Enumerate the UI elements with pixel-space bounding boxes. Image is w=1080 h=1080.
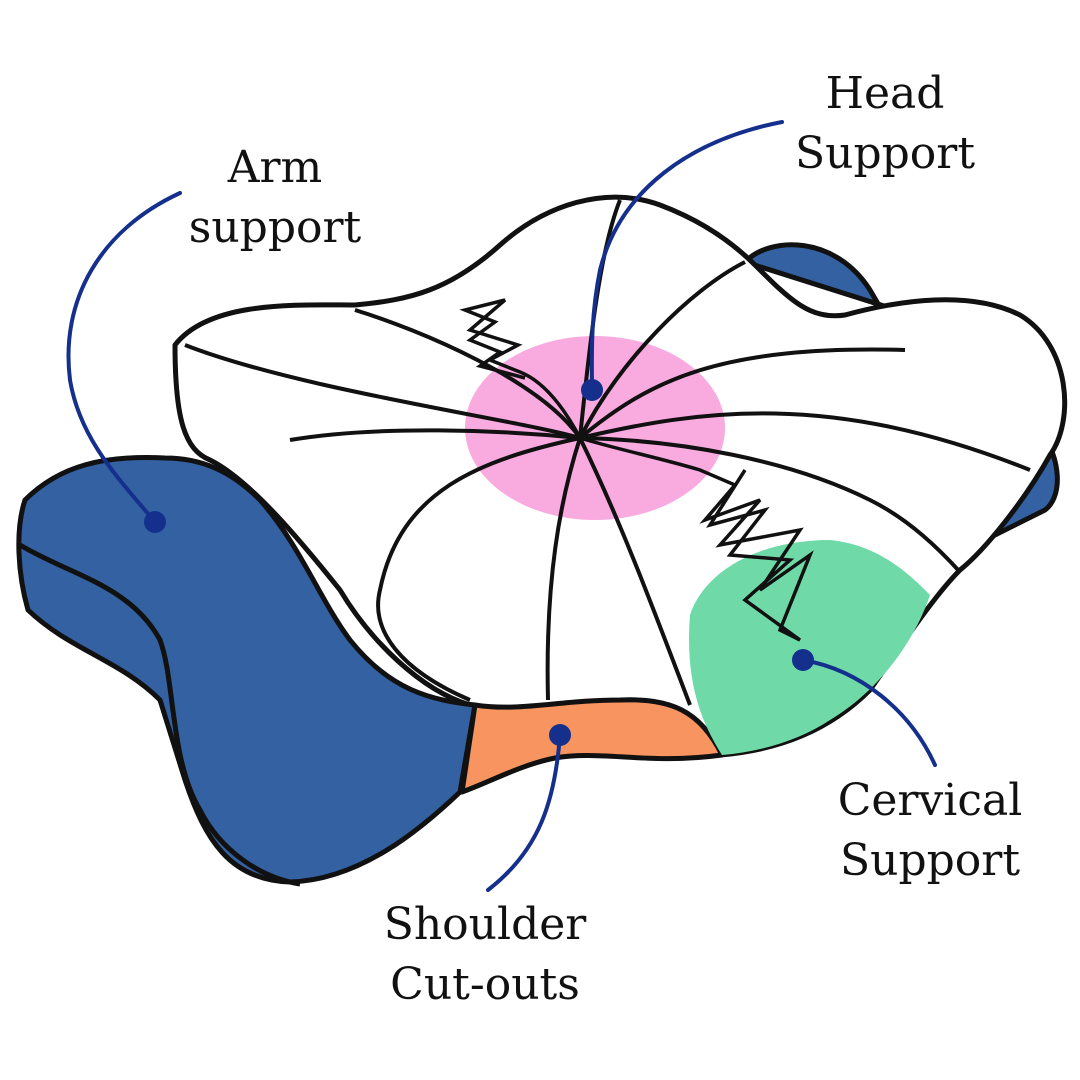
squiggle-line-upper	[459, 298, 582, 439]
shoulder-cutout-dot	[549, 724, 571, 746]
head-support-label-line2: Support	[794, 128, 976, 179]
shoulder-cutout-label: Shoulder Cut-outs	[370, 895, 600, 1015]
shoulder-leader-line	[486, 733, 562, 892]
shoulder-cutout-region	[459, 697, 725, 795]
head-leader-line	[589, 120, 784, 392]
cervical-leader-line	[801, 658, 937, 767]
arm-support-label-line2: support	[188, 202, 362, 253]
head-support-label: Head Support	[785, 64, 985, 184]
head-support-label-line1: Head	[825, 68, 945, 119]
leader-lines	[66, 120, 937, 892]
arm-support-edge-line	[18, 542, 301, 887]
cervical-support-label-line1: Cervical	[837, 775, 1023, 826]
squiggle-line-lower	[579, 436, 814, 642]
shoulder-cutout-label-line1: Shoulder	[383, 899, 587, 950]
cervical-support-region	[689, 540, 930, 755]
cervical-support-dot	[792, 649, 814, 671]
shoulder-cutout-label-line2: Cut-outs	[390, 959, 580, 1010]
cervical-support-label-line2: Support	[839, 835, 1021, 886]
contour-lines	[184, 199, 1031, 706]
arm-support-dot	[144, 511, 166, 533]
arm-support-label: Arm support	[170, 138, 380, 258]
head-support-dot	[581, 379, 603, 401]
cervical-support-label: Cervical Support	[820, 771, 1040, 891]
arm-support-label-line1: Arm	[227, 142, 323, 193]
arm-leader-line	[66, 191, 182, 524]
